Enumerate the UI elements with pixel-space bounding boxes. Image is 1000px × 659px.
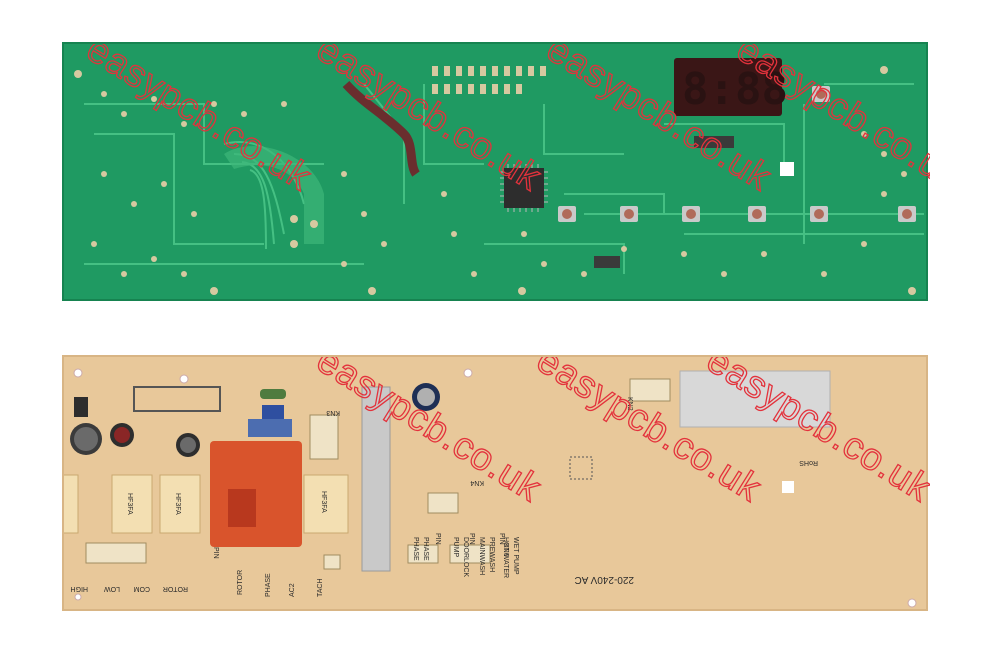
svg-text:DOORLOCK: DOORLOCK xyxy=(462,537,469,577)
connector-kn4 xyxy=(427,492,459,514)
ic-footprint xyxy=(569,456,593,480)
svg-text:TACH: TACH xyxy=(317,578,324,597)
mounting-hole xyxy=(908,287,916,295)
header-pins xyxy=(432,66,546,94)
pcb-top-view: 8:88 easypcb.co.uk easypcb.co.uk easypcb… xyxy=(62,42,930,301)
connector-pin xyxy=(407,544,439,564)
white-pad xyxy=(780,162,794,176)
watermark: easypcb.co.uk easypcb.co.uk easypcb.co.u… xyxy=(309,357,930,511)
svg-text:MAINWASH: MAINWASH xyxy=(478,537,485,575)
capacitor-electrolytic xyxy=(110,423,134,447)
microcontroller-chip xyxy=(500,164,548,212)
svg-text:220-240V AC: 220-240V AC xyxy=(575,574,635,585)
svg-text:HF3FA: HF3FA xyxy=(126,493,133,515)
mounting-hole xyxy=(73,368,83,378)
door-lock-module xyxy=(210,441,302,547)
mounting-hole xyxy=(907,598,917,608)
resistor xyxy=(260,389,286,399)
connector-pin xyxy=(323,554,341,570)
relay: HF3FA xyxy=(111,474,153,534)
svg-text:COM: COM xyxy=(134,585,151,592)
varistor xyxy=(248,419,292,437)
svg-text:HIGH: HIGH xyxy=(71,585,89,592)
capacitor-electrolytic xyxy=(176,433,200,457)
svg-text:ROTOR: ROTOR xyxy=(237,570,244,595)
transistor xyxy=(74,397,88,417)
white-pad xyxy=(782,481,794,493)
svg-text:PIN: PIN xyxy=(468,533,475,545)
tact-switch xyxy=(620,206,638,222)
film-capacitor xyxy=(262,405,284,419)
display-digits: 8:88 xyxy=(682,64,788,115)
trace-network xyxy=(84,83,924,274)
tact-switch xyxy=(748,206,766,222)
pcb-top-artwork: 8:88 easypcb.co.uk easypcb.co.uk easypcb… xyxy=(74,44,930,295)
svg-text:easypcb.co.uk: easypcb.co.uk xyxy=(79,44,318,199)
tact-switch xyxy=(810,206,828,222)
tactile-buttons xyxy=(558,86,916,222)
mounting-hole xyxy=(463,368,473,378)
svg-text:PIN: PIN xyxy=(212,547,219,559)
svg-text:HF3FA: HF3FA xyxy=(320,491,327,513)
tact-switch xyxy=(898,206,916,222)
mounting-hole xyxy=(74,70,82,78)
svg-text:PUMP: PUMP xyxy=(452,537,459,558)
connector-kn3 xyxy=(309,414,339,460)
svg-text:PIN: PIN xyxy=(434,533,441,545)
pcb-bottom-view: HF3FA HF3FA HF3FA HF3FA xyxy=(62,355,930,611)
capacitor-electrolytic xyxy=(412,383,440,411)
silkscreen-labels: HIGH LOW COM ROTOR ROTOR PHASE AC2 TACH … xyxy=(71,397,819,597)
svg-text:HOT WATER: HOT WATER xyxy=(502,537,509,578)
heatsink-bracket xyxy=(133,386,221,412)
connector-main xyxy=(85,542,147,564)
high-current-trace xyxy=(342,80,420,177)
tact-switch xyxy=(558,206,576,222)
relay: HF3FA xyxy=(64,474,79,534)
svg-text:PHASE: PHASE xyxy=(265,573,272,597)
svg-text:KN3: KN3 xyxy=(326,409,340,416)
svg-text:RoHS: RoHS xyxy=(799,459,818,466)
ground-pour xyxy=(224,146,324,244)
svg-text:LOW: LOW xyxy=(104,585,120,592)
svg-text:PHASE: PHASE xyxy=(412,537,419,561)
smd-chip xyxy=(594,256,620,268)
mounting-hole xyxy=(518,287,526,295)
svg-text:KN2: KN2 xyxy=(626,397,633,411)
connector-pin xyxy=(449,544,491,564)
svg-text:KN4: KN4 xyxy=(470,479,484,486)
mounting-hole xyxy=(74,593,82,601)
svg-text:AC2: AC2 xyxy=(289,583,296,597)
connector-kn2 xyxy=(629,378,671,402)
svg-text:PIN: PIN xyxy=(498,533,505,545)
heatsink-strip xyxy=(361,386,391,572)
mounting-hole xyxy=(368,287,376,295)
mounting-hole xyxy=(880,66,888,74)
label-sticker-blurred xyxy=(679,370,831,428)
svg-text:WET PUMP: WET PUMP xyxy=(512,537,519,575)
relay: HF3FA xyxy=(159,474,201,534)
seven-segment-display: 8:88 xyxy=(674,58,788,116)
svg-text:ROTOR: ROTOR xyxy=(163,585,188,592)
mounting-hole xyxy=(210,287,218,295)
svg-text:KN6: KN6 xyxy=(502,543,509,557)
smd-chip xyxy=(694,136,734,148)
svg-text:PREWASH: PREWASH xyxy=(488,537,495,572)
relay: HF3FA xyxy=(303,474,349,534)
svg-text:HF3FA: HF3FA xyxy=(174,493,181,515)
capacitor-electrolytic xyxy=(70,423,102,455)
tact-switch xyxy=(682,206,700,222)
solder-pads xyxy=(91,91,907,277)
svg-text:PHASE: PHASE xyxy=(422,537,429,561)
tact-switch xyxy=(812,86,830,102)
pcb-bottom-artwork: HF3FA HF3FA HF3FA HF3FA xyxy=(64,357,930,608)
mounting-hole xyxy=(179,374,189,384)
